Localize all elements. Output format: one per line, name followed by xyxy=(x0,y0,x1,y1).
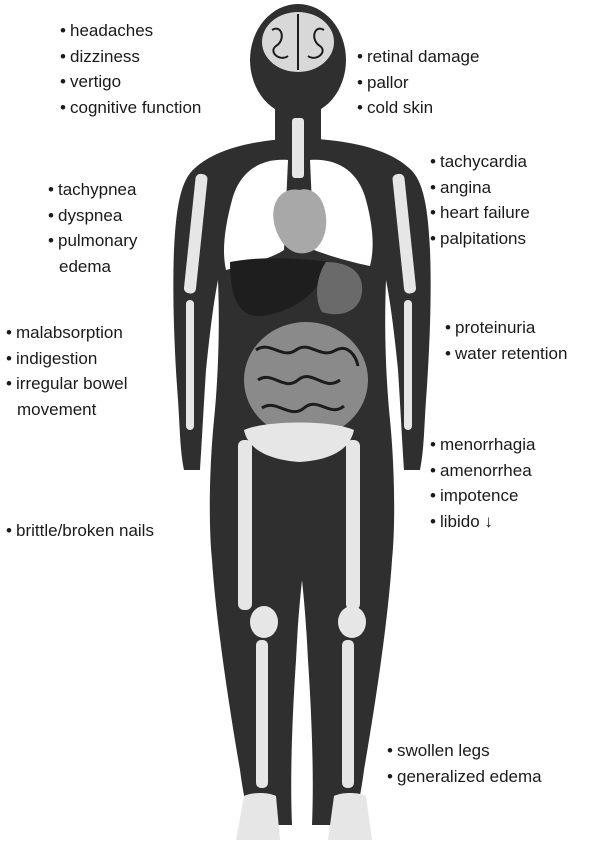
list-item: •impotence xyxy=(430,483,535,509)
list-item: •libido ↓ xyxy=(430,509,535,535)
face-symptoms-list: •retinal damage •pallor •cold skin xyxy=(357,44,479,121)
gut-symptoms-list: •malabsorption •indigestion •irregular b… xyxy=(6,320,128,422)
list-item: •irregular bowel xyxy=(6,371,128,397)
spine xyxy=(292,118,304,178)
list-item: •dizziness xyxy=(60,44,201,70)
symptom-cold-skin: cold skin xyxy=(367,98,433,117)
lung-symptoms-list: •tachypnea •dyspnea •pulmonary edema xyxy=(48,177,137,279)
symptom-indigestion: indigestion xyxy=(16,349,97,368)
symptom-water-retention: water retention xyxy=(455,344,567,363)
list-item: •tachycardia xyxy=(430,149,530,175)
symptom-cognitive-function: cognitive function xyxy=(70,98,201,117)
leg-symptoms-list: •swollen legs •generalized edema xyxy=(387,738,542,789)
list-item: •generalized edema xyxy=(387,764,542,790)
list-item: •cognitive function xyxy=(60,95,201,121)
symptom-malabsorption: malabsorption xyxy=(16,323,123,342)
list-item: •brittle/broken nails xyxy=(6,518,154,544)
symptom-dyspnea: dyspnea xyxy=(58,206,122,225)
list-item: •proteinuria xyxy=(445,315,567,341)
feet xyxy=(236,793,372,840)
list-item: •indigestion xyxy=(6,346,128,372)
list-item: •menorrhagia xyxy=(430,432,535,458)
symptom-tachypnea: tachypnea xyxy=(58,180,136,199)
symptom-vertigo: vertigo xyxy=(70,72,121,91)
list-item: •cold skin xyxy=(357,95,479,121)
symptom-proteinuria: proteinuria xyxy=(455,318,535,337)
symptom-pallor: pallor xyxy=(367,73,409,92)
list-item: •malabsorption xyxy=(6,320,128,346)
symptom-edema: edema xyxy=(59,257,111,276)
list-item: •swollen legs xyxy=(387,738,542,764)
nail-symptoms-list: •brittle/broken nails xyxy=(6,518,154,544)
list-item: •tachypnea xyxy=(48,177,137,203)
list-item: •pulmonary xyxy=(48,228,137,254)
list-item: •vertigo xyxy=(60,69,201,95)
intestines xyxy=(244,322,368,438)
symptom-retinal-damage: retinal damage xyxy=(367,47,479,66)
symptom-movement: movement xyxy=(17,400,96,419)
list-item: •headaches xyxy=(60,18,201,44)
symptom-tachycardia: tachycardia xyxy=(440,152,527,171)
symptom-angina: angina xyxy=(440,178,491,197)
list-item: movement xyxy=(6,397,128,423)
symptom-amenorrhea: amenorrhea xyxy=(440,461,532,480)
heart-symptoms-list: •tachycardia •angina •heart failure •pal… xyxy=(430,149,530,251)
symptom-impotence: impotence xyxy=(440,486,518,505)
list-item: •angina xyxy=(430,175,530,201)
symptom-menorrhagia: menorrhagia xyxy=(440,435,535,454)
list-item: •retinal damage xyxy=(357,44,479,70)
reproductive-symptoms-list: •menorrhagia •amenorrhea •impotence •lib… xyxy=(430,432,535,534)
symptom-swollen-legs: swollen legs xyxy=(397,741,490,760)
symptom-headaches: headaches xyxy=(70,21,153,40)
list-item: •palpitations xyxy=(430,226,530,252)
head-symptoms-list: •headaches •dizziness •vertigo •cognitiv… xyxy=(60,18,201,120)
list-item: •pallor xyxy=(357,70,479,96)
kidney-symptoms-list: •proteinuria •water retention xyxy=(445,315,567,366)
symptom-irregular-bowel: irregular bowel xyxy=(16,374,128,393)
symptom-pulmonary: pulmonary xyxy=(58,231,137,250)
symptom-palpitations: palpitations xyxy=(440,229,526,248)
symptom-dizziness: dizziness xyxy=(70,47,140,66)
symptom-brittle-nails: brittle/broken nails xyxy=(16,521,154,540)
list-item: •heart failure xyxy=(430,200,530,226)
list-item: •amenorrhea xyxy=(430,458,535,484)
list-item: edema xyxy=(48,254,137,280)
symptom-heart-failure: heart failure xyxy=(440,203,530,222)
symptom-libido: libido ↓ xyxy=(440,512,493,531)
list-item: •dyspnea xyxy=(48,203,137,229)
list-item: •water retention xyxy=(445,341,567,367)
symptom-generalized-edema: generalized edema xyxy=(397,767,542,786)
